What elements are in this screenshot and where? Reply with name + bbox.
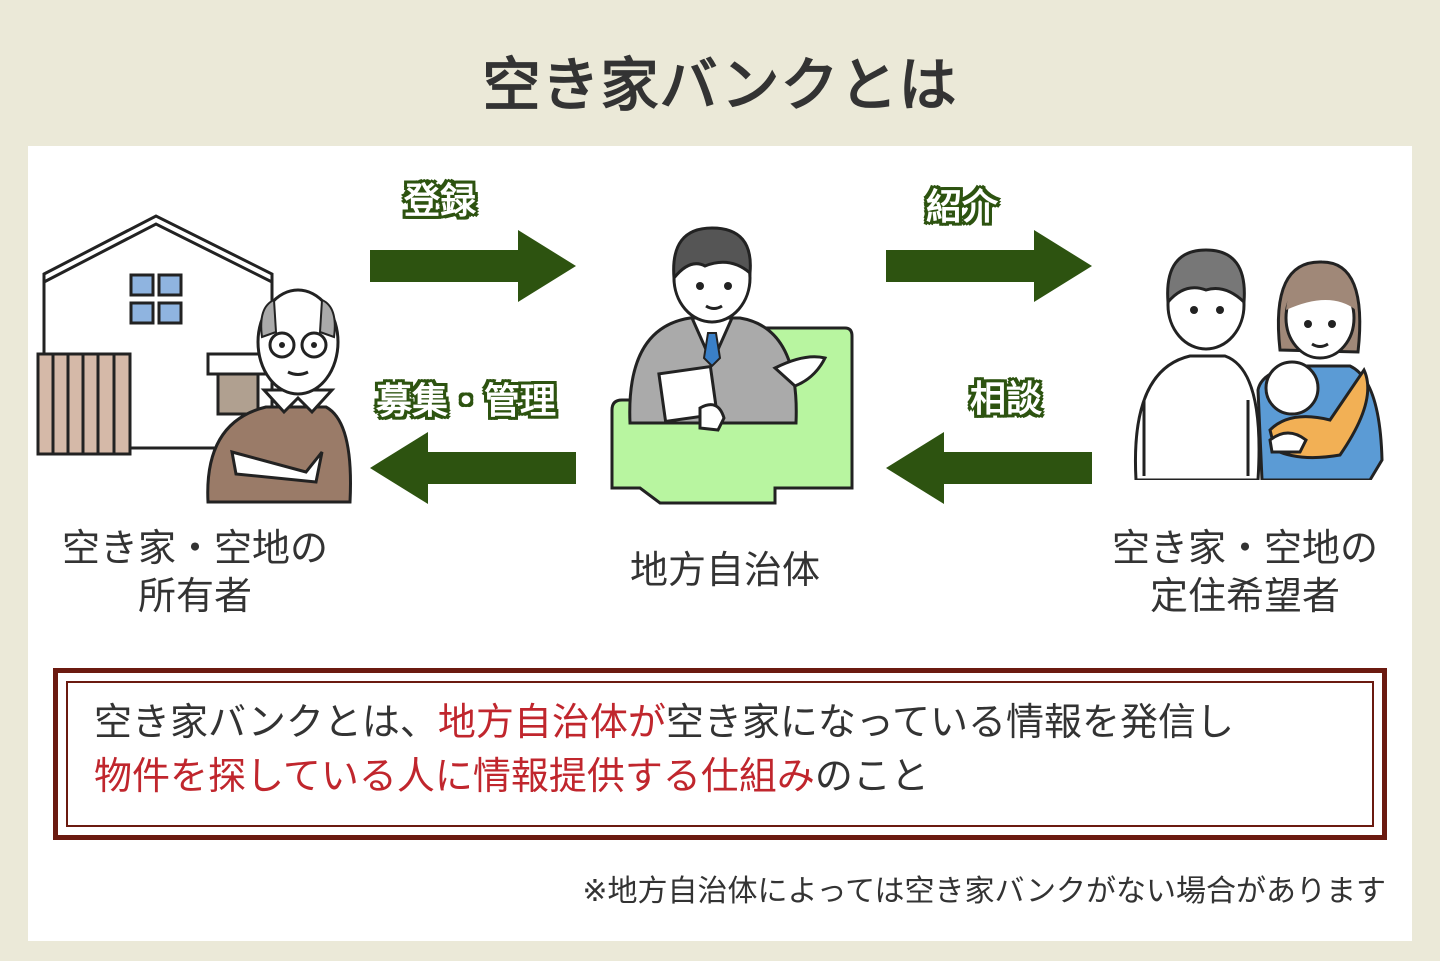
description-l1-c: 空き家になっている情報を発信し xyxy=(665,700,1235,744)
description-l2-a: 物件を探している人に情報提供する仕組み xyxy=(94,754,815,798)
official-staff-icon xyxy=(610,226,854,505)
role-seeker-line1: 空き家・空地の xyxy=(1111,526,1378,570)
description-text: 空き家バンクとは、地方自治体が空き家になっている情報を発信し 物件を探している人… xyxy=(94,695,1234,803)
page-title: 空き家バンクとは xyxy=(482,51,958,119)
role-owner-line1: 空き家・空地の xyxy=(61,526,328,570)
role-government-line1: 地方自治体 xyxy=(629,548,820,592)
arrow-right-icon xyxy=(886,230,1092,302)
flow-label-recruit-manage: 募集・管理 xyxy=(376,381,557,422)
description-l1-a: 空き家バンクとは、 xyxy=(94,700,438,744)
role-government-label: 地方自治体 xyxy=(560,546,890,594)
description-l1-b: 地方自治体が xyxy=(437,700,666,744)
description-l2-b: のこと xyxy=(814,754,929,798)
flow-label-register: 登録 xyxy=(404,181,477,222)
flow-label-consult: 相談 xyxy=(970,379,1043,420)
role-seeker-line2: 定住希望者 xyxy=(1149,574,1340,618)
arrow-left-icon xyxy=(370,432,576,504)
arrow-right-icon xyxy=(370,230,576,302)
description-box: 空き家バンクとは、地方自治体が空き家になっている情報を発信し 物件を探している人… xyxy=(53,668,1387,840)
family-icon xyxy=(1133,248,1384,480)
description-line-2: 物件を探している人に情報提供する仕組みのこと xyxy=(94,749,1234,803)
role-seeker-label: 空き家・空地の 定住希望者 xyxy=(1080,524,1410,620)
role-owner-label: 空き家・空地の 所有者 xyxy=(30,524,360,620)
arrow-left-icon xyxy=(886,432,1092,504)
footnote: ※地方自治体によっては空き家バンクがない場合があります xyxy=(582,874,1386,909)
elderly-man-house-icon xyxy=(36,214,352,504)
flow-label-introduce: 紹介 xyxy=(926,187,999,228)
description-inner-border xyxy=(66,681,1374,827)
role-owner-line2: 所有者 xyxy=(137,574,252,618)
description-line-1: 空き家バンクとは、地方自治体が空き家になっている情報を発信し xyxy=(94,695,1234,749)
